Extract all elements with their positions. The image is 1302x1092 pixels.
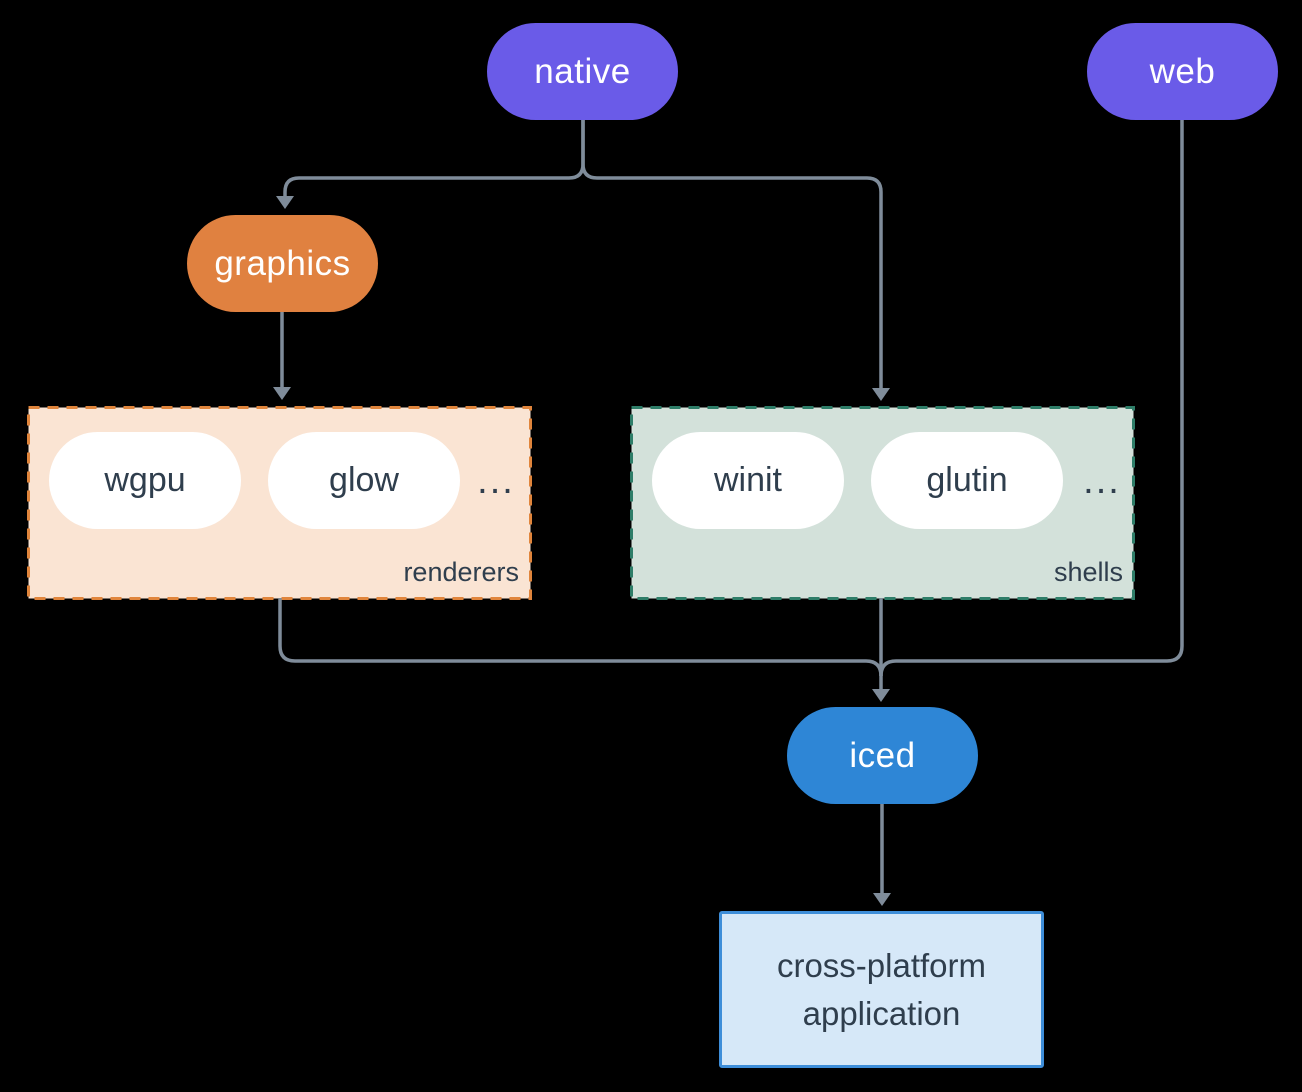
edge-native-to-shells (581, 119, 883, 389)
node-cross-platform-application: cross-platform application (719, 911, 1044, 1068)
arrowhead-into-application (873, 893, 891, 906)
chip-winit: winit (652, 432, 844, 529)
arrowhead-into-renderers (273, 387, 291, 400)
chip-wgpu: wgpu (49, 432, 241, 529)
node-web: web (1087, 23, 1278, 120)
shells-ellipsis: ... (1083, 459, 1121, 502)
renderers-ellipsis: ... (477, 459, 515, 502)
edge-renderers-to-iced (278, 598, 883, 677)
arrowhead-into-iced (872, 689, 890, 702)
node-iced: iced (787, 707, 978, 804)
shells-group-label: shells (1053, 557, 1123, 587)
renderers-group-label: renderers (403, 557, 519, 587)
arrowhead-into-graphics (276, 196, 294, 209)
edge-native-to-graphics (283, 119, 585, 197)
arrowhead-into-shells (872, 388, 890, 401)
chip-glow: glow (268, 432, 460, 529)
node-graphics: graphics (187, 215, 378, 312)
chip-glutin: glutin (871, 432, 1063, 529)
node-native: native (487, 23, 678, 120)
